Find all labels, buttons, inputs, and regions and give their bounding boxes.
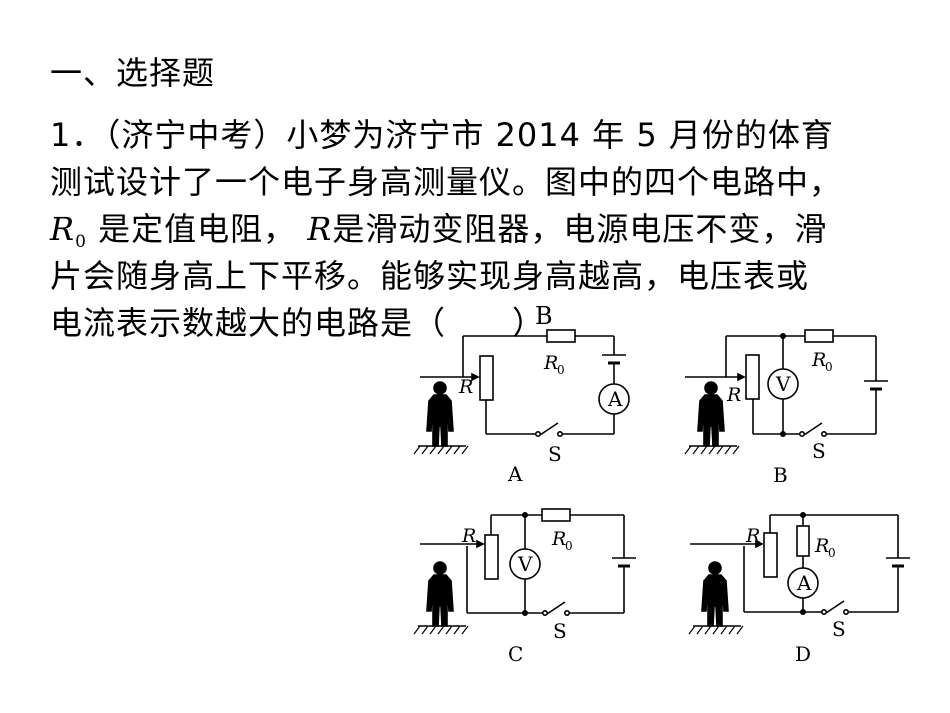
question-line: 片会随身高上下平移。能够实现身高越高，电压表或	[50, 257, 810, 295]
switch-blade	[803, 422, 823, 436]
switch-label: S	[832, 617, 846, 641]
label-r0: R	[543, 352, 558, 374]
ground-icon	[688, 625, 744, 635]
ground-icon	[413, 625, 469, 635]
r-symbol: R	[307, 210, 333, 248]
switch-label: S	[553, 619, 567, 643]
switch-label: S	[812, 439, 826, 463]
label-r: R	[745, 525, 760, 547]
resistor-r0	[804, 329, 834, 343]
circuit-d	[688, 511, 910, 635]
question-text: 是滑动变阻器，电源电压不变，滑	[332, 210, 828, 248]
voltmeter-letter: V	[517, 552, 533, 576]
person-icon	[697, 381, 725, 447]
rheostat-r	[763, 532, 778, 578]
ammeter-letter: A	[796, 571, 812, 595]
rheostat-r	[745, 354, 760, 400]
switch-blade	[546, 601, 566, 615]
label-r0-sub: 0	[825, 360, 833, 374]
rheostat-r	[484, 534, 499, 580]
person-icon	[701, 561, 729, 627]
label-r0: R	[814, 535, 829, 557]
ground-icon	[413, 445, 469, 455]
label-r: R	[461, 525, 476, 547]
caption-c: C	[508, 642, 523, 666]
resistor-r0	[541, 508, 571, 522]
question-line: 电流表示数越大的电路是（ ）	[50, 304, 546, 342]
circuit-a	[413, 329, 630, 455]
switch-blade	[539, 422, 559, 436]
question-text: 是定值电阻，	[86, 210, 297, 248]
question-line: 测试设计了一个电子身高测量仪。图中的四个电路中，	[50, 163, 843, 201]
label-r0-sub: 0	[828, 546, 836, 560]
question-line: R0 是定值电阻， R是滑动变阻器，电源电压不变，滑	[50, 206, 920, 253]
caption-a: A	[507, 462, 523, 486]
r0-subscript: 0	[75, 232, 87, 252]
label-r0-sub: 0	[565, 539, 573, 553]
answer-letter: B	[535, 302, 553, 330]
r0-symbol: R	[50, 210, 76, 248]
person-icon	[426, 561, 454, 627]
label-r0: R	[811, 349, 826, 371]
resistor-r0	[546, 329, 576, 343]
circuit-b	[684, 329, 888, 455]
question-line: 1．（济宁中考）小梦为济宁市 2014 年 5 月份的体育	[50, 116, 834, 154]
circuit-c	[413, 508, 636, 635]
label-r0: R	[551, 528, 566, 550]
label-r: R	[458, 376, 473, 398]
caption-d: D	[795, 642, 811, 666]
switch-label: S	[548, 442, 562, 466]
rheostat-r	[479, 355, 494, 401]
person-icon	[426, 381, 454, 447]
label-r0-sub: 0	[557, 363, 565, 377]
label-r: R	[726, 384, 741, 406]
ground-icon	[684, 445, 740, 455]
caption-b: B	[773, 463, 788, 487]
switch-blade	[825, 600, 845, 614]
voltmeter-letter: V	[775, 372, 791, 396]
section-heading: 一、选择题	[50, 54, 216, 92]
question-1: 1．（济宁中考）小梦为济宁市 2014 年 5 月份的体育 测试设计了一个电子身…	[50, 112, 920, 347]
ammeter-letter: A	[607, 387, 623, 411]
resistor-r0	[796, 525, 810, 557]
